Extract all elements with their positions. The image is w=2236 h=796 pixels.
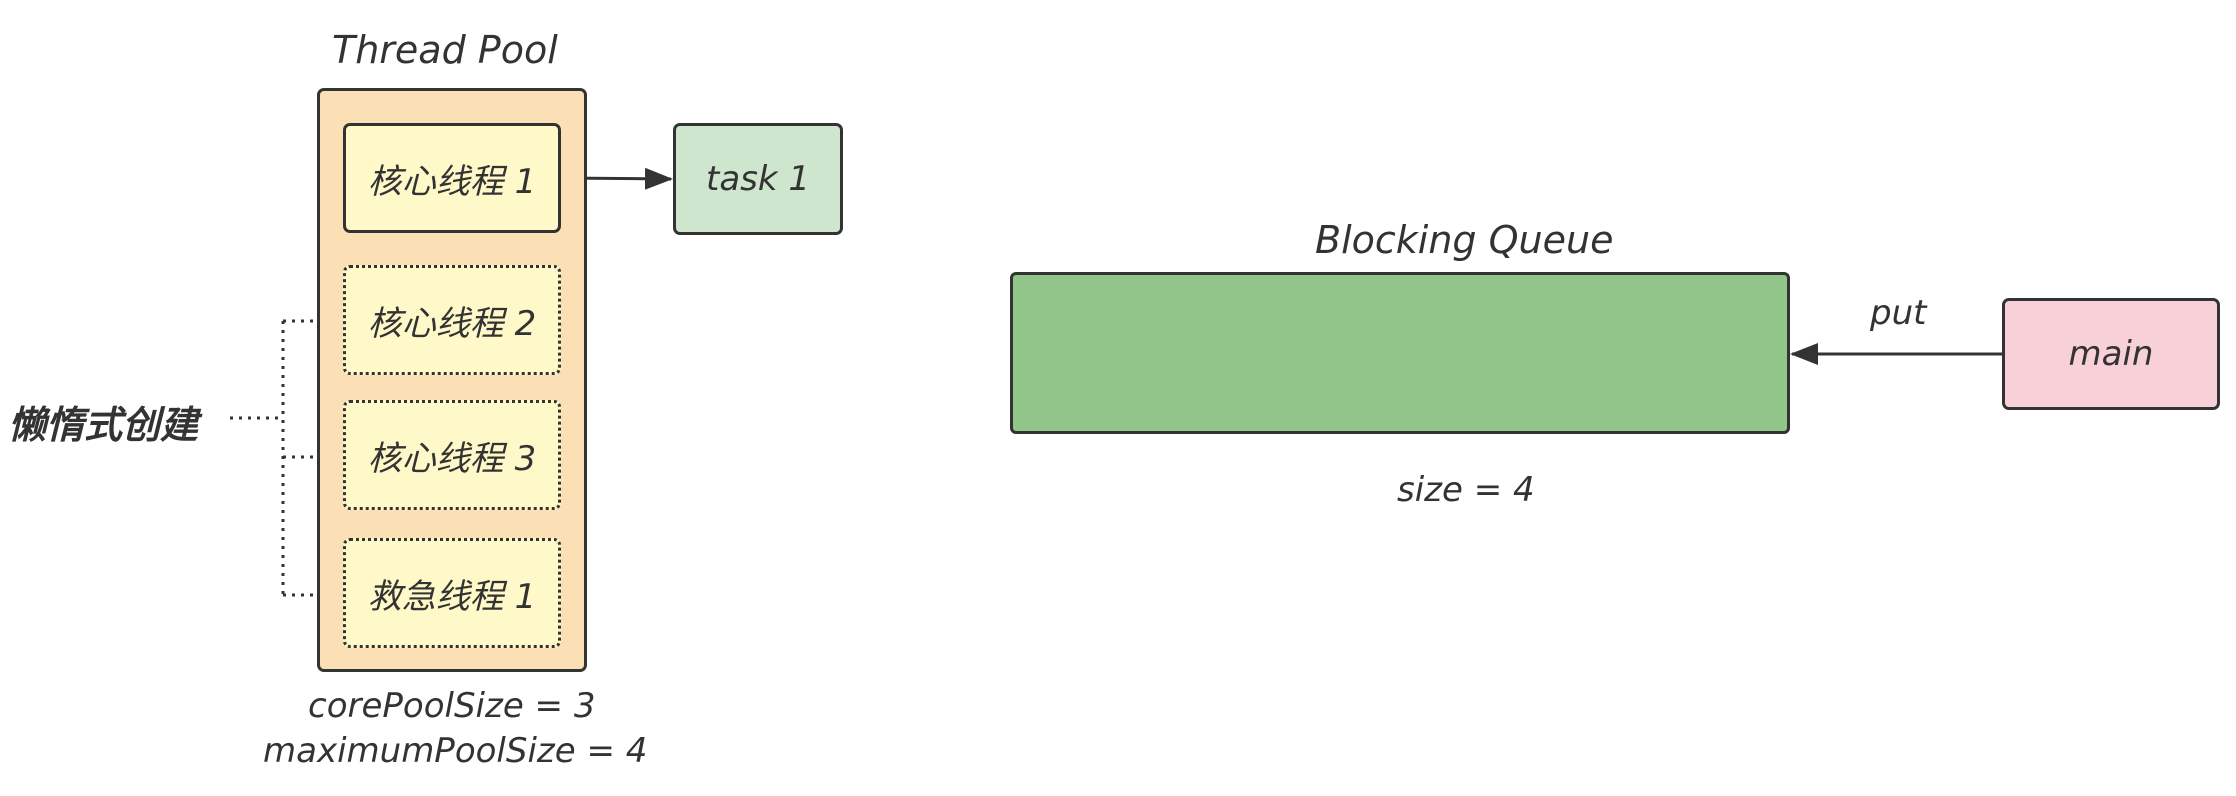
task-1-box: task 1 <box>673 123 843 235</box>
blocking-queue-box <box>1010 272 1790 434</box>
thread-pool-title: Thread Pool <box>332 28 558 72</box>
maximum-pool-size-label: maximumPoolSize = 4 <box>263 731 648 771</box>
emergency-thread-1: 救急线程 1 <box>343 538 561 648</box>
lazy-creation-connector <box>230 319 325 597</box>
lazy-creation-label: 懒惰式创建 <box>8 403 199 447</box>
core-thread-2: 核心线程 2 <box>343 265 561 375</box>
queue-size-label: size = 4 <box>1397 470 1535 510</box>
blocking-queue-title: Blocking Queue <box>1315 218 1614 262</box>
core-thread-1: 核心线程 1 <box>343 123 561 233</box>
core-pool-size-label: corePoolSize = 3 <box>308 686 596 726</box>
main-box: main <box>2002 298 2220 410</box>
core-thread-3: 核心线程 3 <box>343 400 561 510</box>
put-label: put <box>1870 293 1927 333</box>
